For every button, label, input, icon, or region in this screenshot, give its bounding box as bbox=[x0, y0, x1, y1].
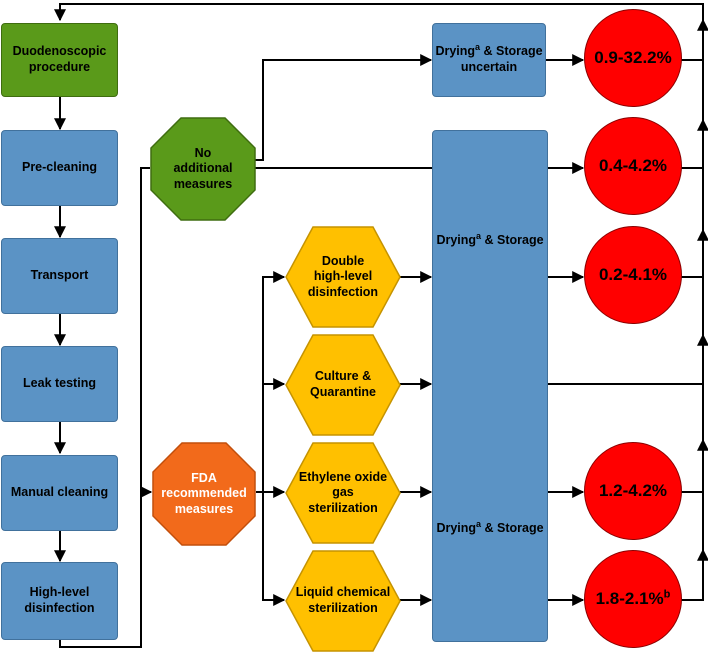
label-liquid-chemical: Liquid chemical sterilization bbox=[295, 585, 391, 615]
label-manual-cleaning: Manual cleaning bbox=[10, 485, 109, 500]
node-duodenoscopic-procedure: Duodenoscopic procedure bbox=[1, 23, 118, 97]
risk-circle-double-hld: 0.2-4.1% bbox=[584, 226, 682, 324]
line-no-additional-up bbox=[255, 59, 431, 161]
label-drying-storage-lower: Dryinga & Storage bbox=[436, 518, 544, 535]
node-culture-quarantine: Culture & Quarantine bbox=[285, 334, 401, 436]
node-drying-storage-column: Dryinga & Storage Dryinga & Storage bbox=[432, 130, 548, 642]
risk-circle-uncertain-storage: 0.9-32.2% bbox=[584, 9, 682, 107]
node-manual-cleaning: Manual cleaning bbox=[1, 455, 118, 531]
risk-value-liquid-chemical: 1.8-2.1%b bbox=[595, 588, 671, 608]
label-drying-storage-uncertain-line1: Dryinga & Storage bbox=[435, 42, 543, 59]
node-high-level-disinfection: High-level disinfection bbox=[1, 562, 118, 640]
risk-circle-no-additional: 0.4-4.2% bbox=[584, 117, 682, 215]
node-drying-storage-uncertain: Dryinga & Storage uncertain bbox=[432, 23, 546, 97]
label-duodenoscopic-procedure: Duodenoscopic procedure bbox=[12, 44, 107, 74]
line-up-to-no-additional bbox=[140, 167, 150, 492]
node-leak-testing: Leak testing bbox=[1, 346, 118, 422]
node-transport: Transport bbox=[1, 238, 118, 314]
node-fda-recommended-measures: FDA recommended measures bbox=[152, 442, 256, 546]
node-double-hld: Double high-level disinfection bbox=[285, 226, 401, 328]
label-culture-quarantine: Culture & Quarantine bbox=[310, 369, 377, 399]
line-hld-to-branches bbox=[59, 492, 142, 648]
node-liquid-chemical: Liquid chemical sterilization bbox=[285, 550, 401, 652]
risk-circle-liquid-chemical: 1.8-2.1%b bbox=[584, 550, 682, 648]
risk-value-eto: 1.2-4.2% bbox=[598, 481, 668, 500]
risk-value-no-additional: 0.4-4.2% bbox=[598, 156, 668, 175]
line-fda-down bbox=[262, 492, 284, 601]
label-leak-testing: Leak testing bbox=[23, 376, 96, 391]
label-double-hld: Double high-level disinfection bbox=[307, 253, 379, 299]
label-eto-sterilization: Ethylene oxide gas sterilization bbox=[298, 469, 388, 515]
node-eto-sterilization: Ethylene oxide gas sterilization bbox=[285, 442, 401, 544]
label-fda-recommended-measures: FDA recommended measures bbox=[161, 470, 247, 516]
label-no-additional-measures: No additional measures bbox=[173, 145, 233, 191]
risk-value-double-hld: 0.2-4.1% bbox=[598, 265, 668, 284]
label-transport: Transport bbox=[30, 268, 89, 283]
label-pre-cleaning: Pre-cleaning bbox=[21, 160, 98, 175]
label-drying-storage-uncertain-line2: uncertain bbox=[460, 60, 518, 74]
risk-circle-eto: 1.2-4.2% bbox=[584, 442, 682, 540]
label-drying-storage-upper: Dryinga & Storage bbox=[436, 230, 544, 247]
node-no-additional-measures: No additional measures bbox=[150, 117, 256, 221]
risk-value-uncertain-storage: 0.9-32.2% bbox=[594, 48, 672, 67]
node-pre-cleaning: Pre-cleaning bbox=[1, 130, 118, 206]
label-high-level-disinfection: High-level disinfection bbox=[24, 585, 95, 615]
